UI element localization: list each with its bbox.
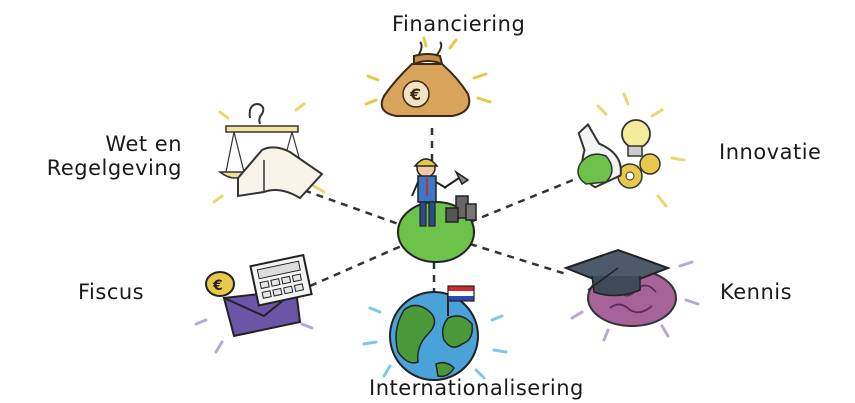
label-financiering: Financiering — [392, 12, 526, 36]
label-wet-line2: Regelgeving — [46, 156, 182, 181]
svg-text:€: € — [212, 278, 223, 294]
label-internationalisering: Internationalisering — [369, 376, 584, 400]
flask-lightbulb-gears-icon — [577, 92, 686, 208]
label-innovatie: Innovatie — [719, 140, 822, 164]
worker-on-globe-icon — [397, 158, 477, 263]
label-fiscus: Fiscus — [78, 280, 145, 304]
globe-dutch-flag-icon — [362, 285, 508, 381]
connector-fiscus — [309, 242, 407, 288]
scales-and-book-icon — [212, 102, 326, 204]
svg-text:€: € — [409, 85, 421, 104]
connector-innovatie — [469, 176, 579, 224]
label-kennis: Kennis — [720, 280, 793, 304]
money-bag-euro-icon: € — [364, 36, 492, 117]
label-wet-line1: Wet en — [105, 132, 182, 156]
connector-wet — [291, 184, 405, 228]
calculator-envelope-coin-icon: € — [194, 253, 314, 354]
connector-kennis — [469, 242, 567, 276]
brain-graduation-cap-icon — [563, 248, 700, 342]
label-wet-en-regelgeving: Wet en Regelgeving — [10, 132, 182, 180]
